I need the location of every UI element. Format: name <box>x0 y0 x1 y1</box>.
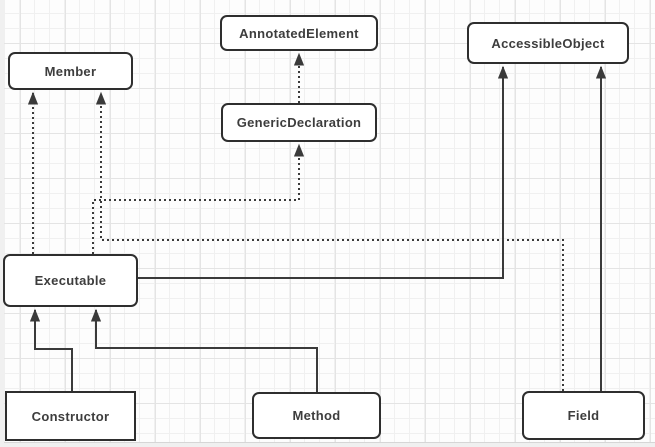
node-member[interactable]: Member <box>8 52 133 90</box>
node-executable[interactable]: Executable <box>3 254 138 307</box>
edge-executable-accessibleobject[interactable] <box>138 65 509 279</box>
node-member-label: Member <box>44 63 97 79</box>
node-annotated-element[interactable]: AnnotatedElement <box>220 15 378 51</box>
edge-field-member[interactable] <box>95 91 564 391</box>
node-method[interactable]: Method <box>252 392 381 439</box>
edge-constructor-executable[interactable] <box>29 308 73 391</box>
node-constructor-label: Constructor <box>31 408 110 424</box>
node-accessible-object[interactable]: AccessibleObject <box>467 22 629 64</box>
edge-executable-genericdeclaration[interactable] <box>92 143 305 254</box>
node-generic-declaration[interactable]: GenericDeclaration <box>221 103 377 142</box>
edge-method-executable[interactable] <box>90 308 318 392</box>
node-method-label: Method <box>292 408 341 423</box>
node-field-label: Field <box>567 408 600 423</box>
node-executable-label: Executable <box>34 273 107 288</box>
node-accessible-object-label: AccessibleObject <box>491 35 605 51</box>
node-constructor[interactable]: Constructor <box>5 391 136 441</box>
node-annotated-element-label: AnnotatedElement <box>239 25 359 41</box>
node-field[interactable]: Field <box>522 391 645 440</box>
node-generic-declaration-label: GenericDeclaration <box>236 115 362 130</box>
